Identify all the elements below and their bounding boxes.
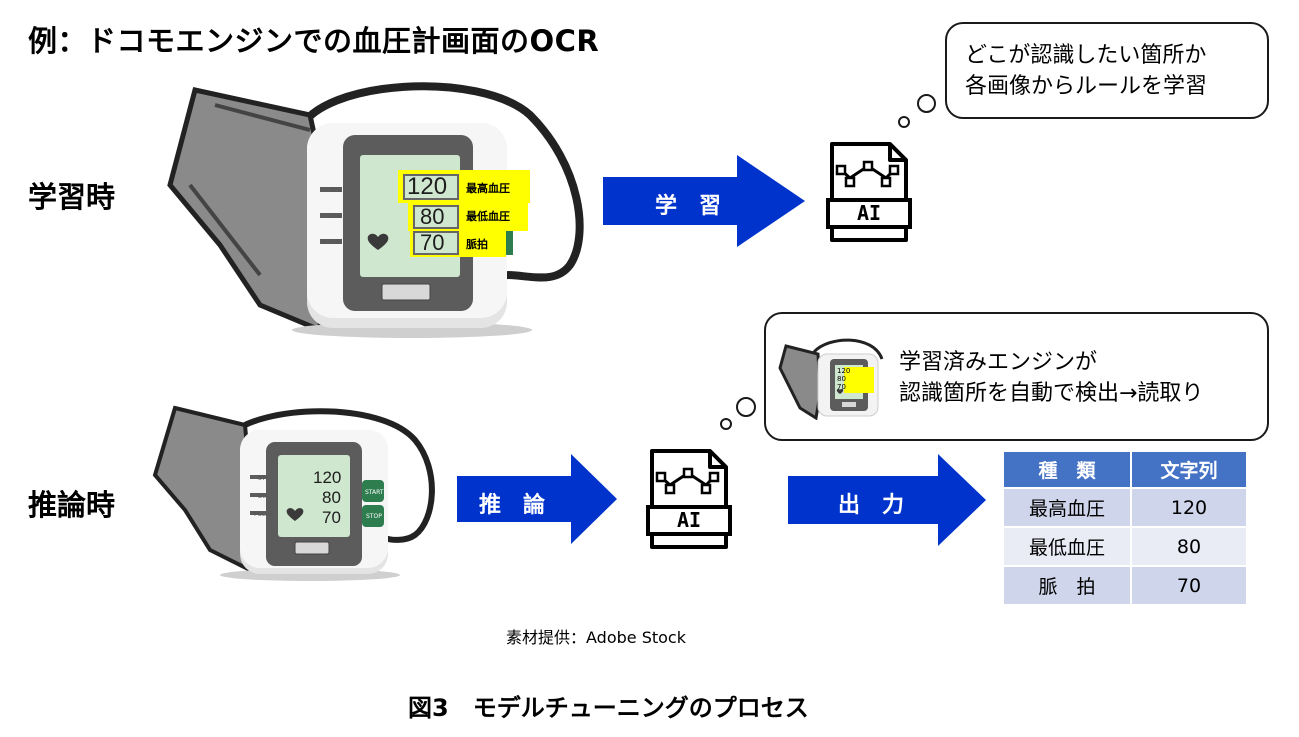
- row-type: 最低血圧: [1002, 526, 1132, 567]
- learn-arrow: 学 習: [603, 155, 805, 247]
- training-phase-label: 学習時: [28, 180, 116, 214]
- blood-pressure-monitor-large: SYS DIA PULSE 120 80 70 最高血圧 最低血圧 脈拍: [150, 75, 590, 340]
- infer-arrow: 推 論: [457, 454, 617, 544]
- thought-dot-large: [917, 94, 936, 113]
- highlight-label-pulse: 脈拍: [466, 238, 488, 251]
- table-row: 脈 拍 70: [1002, 565, 1248, 606]
- output-arrow: 出 力: [788, 454, 986, 546]
- table-row: 最高血圧 120: [1002, 487, 1248, 528]
- training-bubble-line1: どこが認識したい箇所か: [965, 43, 1207, 68]
- row-value: 120: [1130, 487, 1248, 528]
- thumb-pulse-value: 70: [837, 383, 846, 391]
- dia-label-small: DIA: [258, 493, 269, 500]
- table-header-row: 種 類 文字列: [1002, 450, 1248, 489]
- table-row: 最低血圧 80: [1002, 526, 1248, 567]
- thought-dot-small-2: [720, 418, 732, 430]
- highlight-label-diastolic: 最低血圧: [466, 210, 510, 223]
- thought-dot-small: [898, 116, 910, 128]
- learn-arrow-label: 学 習: [655, 194, 722, 219]
- pulse-value-small: 70: [322, 508, 341, 527]
- ocr-result-table: 種 類 文字列 最高血圧 120 最低血圧 80 脈 拍 70: [1002, 450, 1248, 606]
- systolic-value: 120: [407, 173, 448, 200]
- page-title: 例：ドコモエンジンでの血圧計画面のOCR: [28, 24, 600, 58]
- row-value: 70: [1130, 565, 1248, 606]
- ai-icon-label: AI: [676, 508, 702, 532]
- sys-label: SYS: [330, 187, 342, 194]
- figure-caption: 図3 モデルチューニングのプロセス: [408, 694, 809, 722]
- highlight-label-systolic: 最高血圧: [466, 182, 510, 195]
- diastolic-value: 80: [420, 204, 445, 229]
- ai-model-icon-inference: AI: [646, 447, 732, 551]
- thought-dot-large-2: [736, 397, 756, 417]
- infer-arrow-label: 推 論: [479, 493, 546, 518]
- start-button-label: START: [365, 489, 384, 496]
- systolic-value-small: 120: [313, 468, 342, 487]
- header-type: 種 類: [1002, 450, 1132, 489]
- pulse-value: 70: [420, 230, 445, 255]
- inference-bubble-line2: 認識箇所を自動で検出→読取り: [899, 381, 1204, 406]
- diastolic-value-small: 80: [322, 488, 341, 507]
- thumb-diastolic-value: 80: [837, 375, 846, 383]
- header-string: 文字列: [1130, 450, 1248, 489]
- pulse-label: PULSE: [322, 239, 341, 246]
- image-credit: 素材提供：Adobe Stock: [506, 628, 686, 647]
- monitor-thumbnail: 120 80 70: [778, 334, 886, 421]
- training-bubble-line2: 各画像からルールを学習: [965, 74, 1208, 99]
- dia-label: DIA: [330, 213, 341, 220]
- inference-phase-label: 推論時: [28, 488, 116, 522]
- thumb-systolic-value: 120: [837, 367, 851, 375]
- pulse-label-small: PULSE: [254, 511, 273, 518]
- inference-thought-bubble: 120 80 70 学習済みエンジンが 認識箇所を自動で検出→読取り: [764, 312, 1269, 441]
- inference-bubble-line1: 学習済みエンジンが: [899, 350, 1098, 375]
- blood-pressure-monitor-small: SYS DIA PULSE 120 80 70 START STOP: [150, 400, 450, 585]
- row-type: 脈 拍: [1002, 565, 1132, 606]
- stop-button-label: STOP: [366, 513, 382, 520]
- monitor-illustration-small: [152, 405, 435, 581]
- ai-file-icon: [826, 142, 912, 242]
- training-thought-bubble: どこが認識したい箇所か 各画像からルールを学習: [945, 22, 1269, 119]
- output-arrow-label: 出 力: [838, 493, 905, 518]
- row-type: 最高血圧: [1002, 487, 1132, 528]
- row-value: 80: [1130, 526, 1248, 567]
- ai-model-icon-training: AI: [826, 140, 912, 244]
- ai-icon-label: AI: [856, 201, 882, 225]
- ai-file-icon: [646, 449, 732, 549]
- sys-label-small: SYS: [258, 475, 270, 482]
